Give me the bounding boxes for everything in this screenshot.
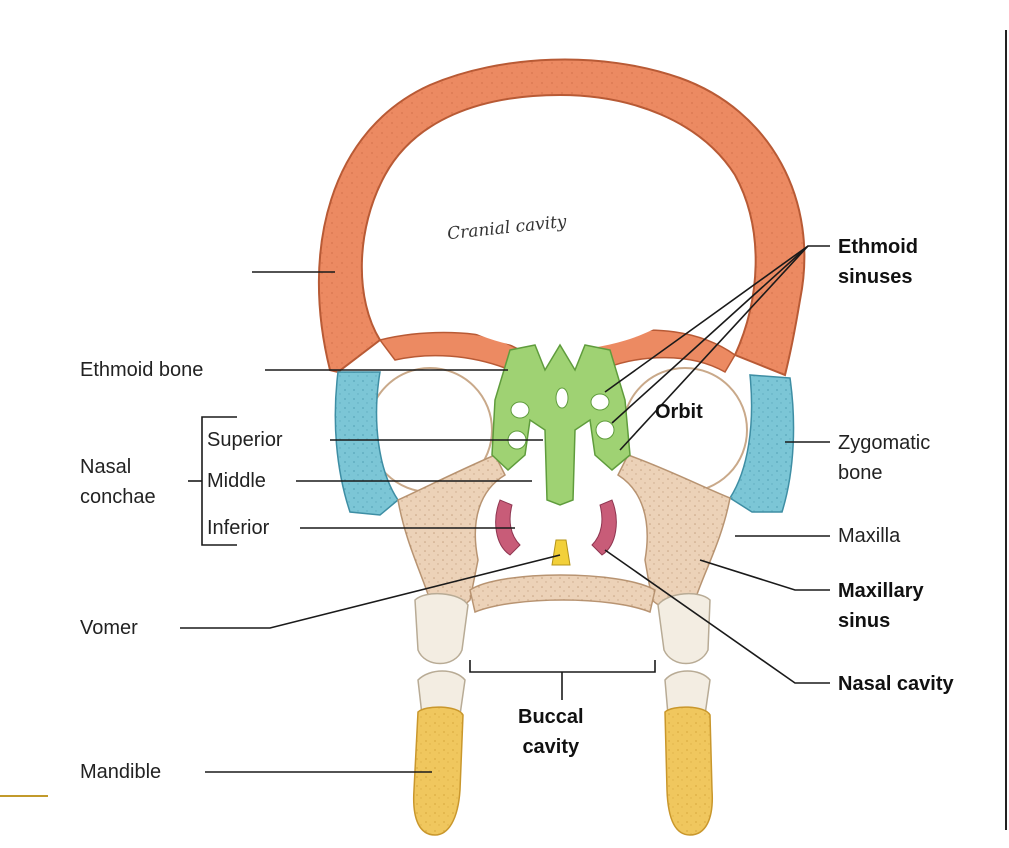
label-superior: Superior	[207, 429, 283, 451]
label-inferior: Inferior	[207, 517, 270, 539]
label-ethmoid-sinuses-line1: Ethmoid	[838, 236, 918, 258]
label-nasal-conchae: Nasal conchae	[80, 452, 156, 512]
label-mandible: Mandible	[80, 761, 162, 783]
label-buccal-cavity-line1: Buccal	[518, 706, 584, 728]
mandible-shape	[412, 706, 713, 836]
label-maxillary-sinus-line2: sinus	[838, 610, 891, 632]
label-buccal-cavity: Buccal cavity	[518, 702, 584, 762]
label-buccal-cavity-line2: cavity	[522, 736, 580, 758]
leader-lines	[180, 245, 830, 773]
right-inferior-concha	[591, 499, 617, 556]
right-border-rule	[1005, 30, 1007, 830]
accent-line	[0, 795, 48, 797]
label-middle: Middle	[207, 470, 266, 492]
bracket-buccal-cavity	[469, 660, 656, 673]
zygomatic-bones	[334, 371, 795, 516]
vomer-shape	[551, 539, 571, 566]
cranial-cavity	[390, 100, 730, 350]
label-zygomatic-bone-line1: Zygomatic	[838, 432, 931, 454]
cranial-vault	[317, 58, 806, 377]
maxilla	[397, 454, 731, 614]
label-maxillary-sinus-line1: Maxillary	[838, 580, 924, 602]
label-nasal-cavity: Nasal cavity	[838, 673, 954, 695]
label-maxilla: Maxilla	[838, 525, 901, 547]
label-zygomatic-bone: Zygomatic bone	[838, 428, 930, 488]
label-maxillary-sinus: Maxillary sinus	[838, 576, 924, 636]
label-ethmoid-bone: Ethmoid bone	[80, 359, 204, 381]
leader-nasal-cavity	[604, 549, 830, 684]
label-ethmoid-sinuses: Ethmoid sinuses	[838, 232, 918, 292]
leader-maxillary-sinus	[699, 559, 830, 591]
leader-vomer	[180, 554, 561, 629]
label-vomer: Vomer	[80, 617, 138, 639]
label-ethmoid-sinuses-line2: sinuses	[838, 266, 913, 288]
label-orbit: Orbit	[655, 401, 703, 423]
label-nasal-conchae-line1: Nasal	[80, 456, 132, 478]
label-zygomatic-bone-line2: bone	[838, 462, 883, 484]
label-nasal-conchae-line2: conchae	[80, 486, 156, 508]
